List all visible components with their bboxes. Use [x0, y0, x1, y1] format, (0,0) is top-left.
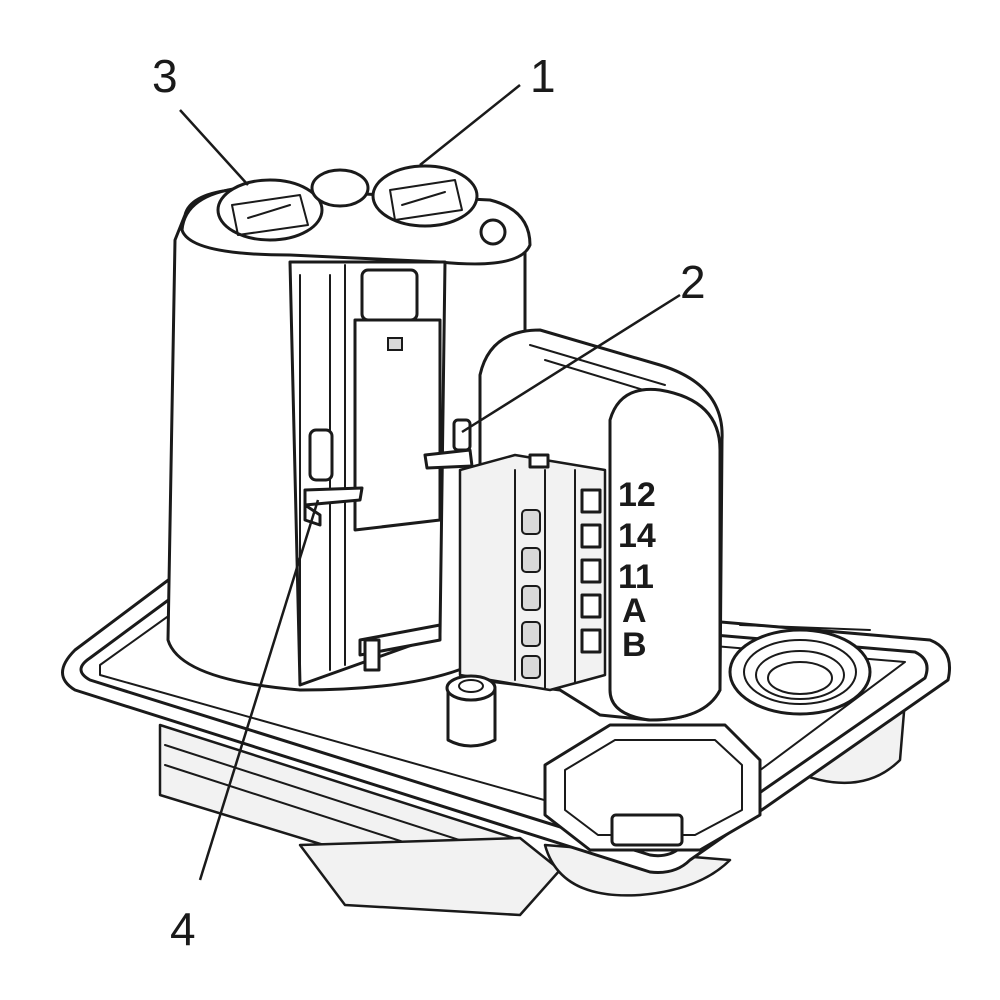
callout-4: 4	[170, 903, 196, 955]
earth-screw	[445, 674, 497, 748]
leader-line-1	[419, 84, 521, 166]
terminal-label-b: B	[622, 626, 647, 664]
terminal-label-11: 11	[618, 558, 654, 596]
terminal-label-14: 14	[618, 517, 656, 555]
terminal-block	[458, 328, 724, 722]
leader-line-2	[461, 293, 681, 434]
cylinder-cutaway	[288, 260, 474, 687]
callout-3: 3	[152, 50, 178, 102]
leader-line-4	[198, 499, 320, 881]
callout-1: 1	[530, 50, 556, 102]
callout-2: 2	[680, 256, 706, 308]
octagonal-recess	[543, 723, 762, 852]
terminal-label-12: 12	[618, 476, 656, 514]
cable-gland	[728, 624, 872, 716]
terminal-label-a: A	[622, 592, 647, 630]
leader-line-3	[179, 109, 249, 186]
